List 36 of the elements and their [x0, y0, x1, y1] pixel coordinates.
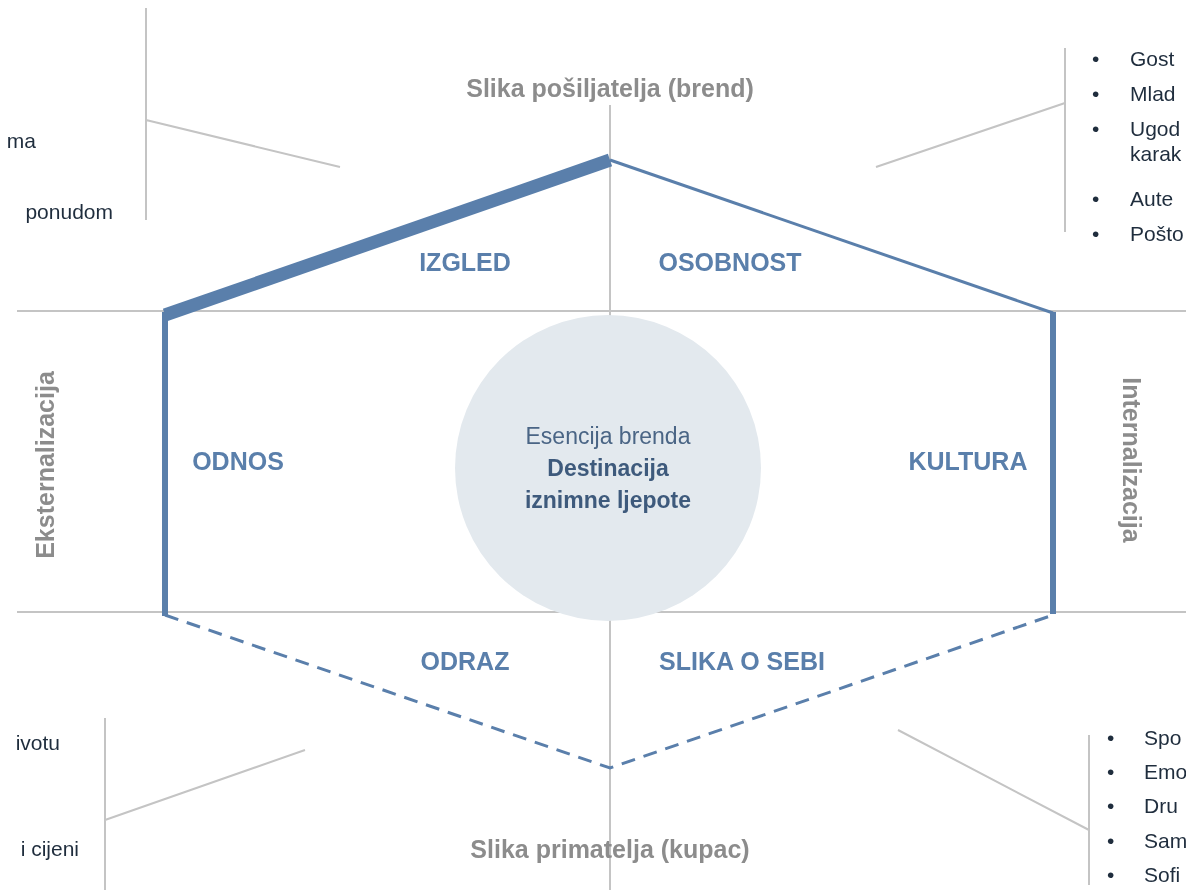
heading: Slika primatelja (kupac) — [470, 834, 750, 864]
list-item: Pošto — [1130, 221, 1184, 247]
side-label: Eksternalizacija — [30, 371, 60, 559]
bullet: • — [1107, 793, 1115, 819]
bullet: • — [1107, 725, 1115, 751]
list-item: Emo — [1144, 759, 1186, 785]
bullet: • — [1107, 759, 1115, 785]
essence-heading: Esencija brenda — [525, 421, 691, 451]
list-item: Sofi — [1144, 862, 1181, 888]
bullet: • — [1092, 81, 1100, 107]
bullet: • — [1107, 828, 1115, 854]
list-item: Ugod karak — [1130, 116, 1183, 167]
list-item: Gost — [1130, 46, 1175, 72]
bullet: • — [1092, 186, 1100, 212]
facet-label: ODNOS — [192, 446, 284, 476]
text-fragment: i cijeni — [20, 836, 79, 862]
facet-label: ODRAZ — [420, 646, 510, 676]
text-fragment: ivotu — [15, 730, 60, 756]
list-item: Aute — [1130, 186, 1174, 212]
facet-label: SLIKA O SEBI — [659, 646, 825, 676]
list-item: Mlad — [1130, 81, 1176, 107]
bullet: • — [1092, 46, 1100, 72]
side-label: Internalizacija — [1117, 377, 1147, 543]
heading: Slika pošiljatelja (brend) — [466, 73, 754, 103]
list-item: Dru — [1144, 793, 1178, 819]
list-item: Sam — [1144, 828, 1186, 854]
bullet: • — [1092, 116, 1100, 142]
bullet: • — [1107, 862, 1115, 888]
bullet: • — [1092, 221, 1100, 247]
text-fragment: ponudom — [25, 199, 113, 225]
facet-label: OSOBNOST — [658, 247, 802, 277]
list-item: Spo — [1144, 725, 1182, 751]
facet-label: KULTURA — [908, 446, 1028, 476]
facet-label: IZGLED — [419, 247, 511, 277]
text-fragment: ma — [6, 128, 36, 154]
essence-text: Destinacija iznimne ljepote — [523, 453, 693, 516]
